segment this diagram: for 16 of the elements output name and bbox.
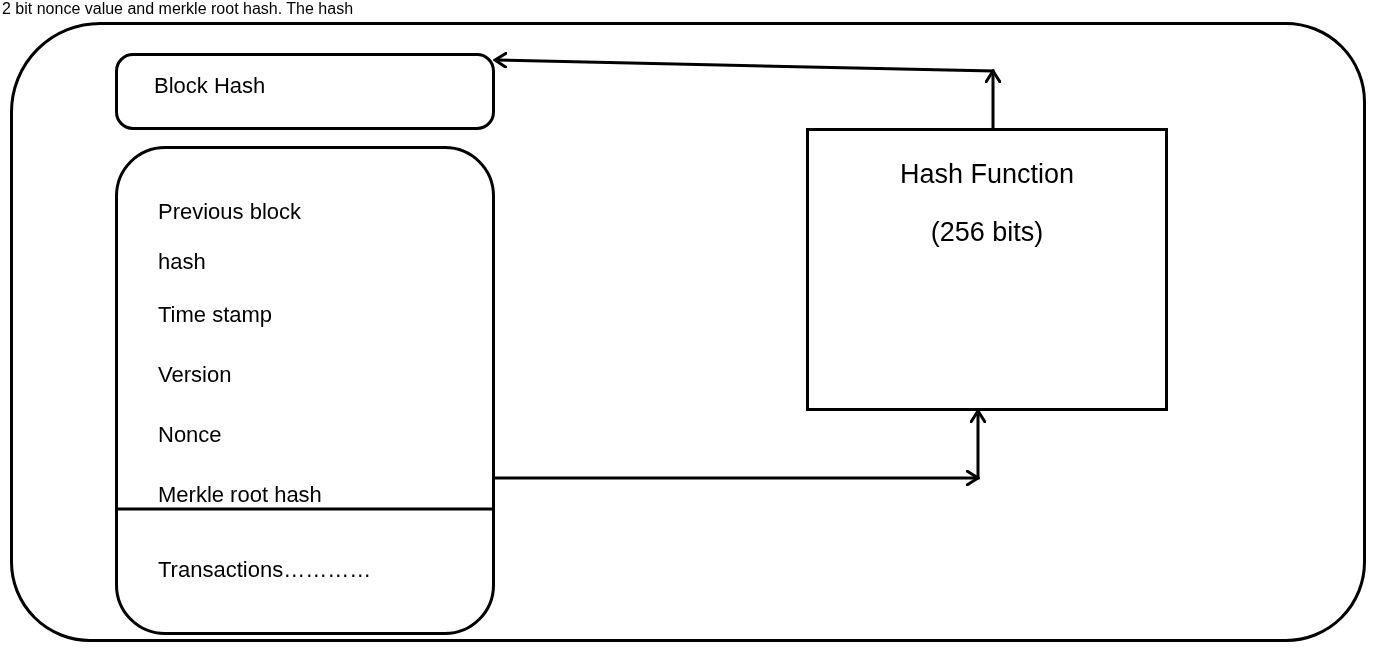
- arrow: [495, 411, 986, 486]
- node-text: Transactions…………: [158, 556, 372, 584]
- container-box: [10, 22, 1366, 642]
- arrow: [493, 52, 1001, 128]
- node-text: Merkle root hash: [158, 481, 322, 509]
- node-text: Block Hash: [154, 72, 266, 100]
- node-text: Time stamp: [158, 301, 273, 329]
- block-header-box: [115, 146, 495, 635]
- process-box: [115, 53, 495, 130]
- node-text: Version: [158, 361, 232, 389]
- process-box: [806, 128, 1168, 411]
- node-text: Nonce: [158, 421, 222, 449]
- caption-text: 2 bit nonce value and merkle root hash. The hash: [2, 0, 354, 18]
- node-text: Hash Function: [898, 158, 1076, 191]
- node-text: (256 bits): [929, 216, 1045, 249]
- node-text: Previous block hash: [158, 198, 303, 276]
